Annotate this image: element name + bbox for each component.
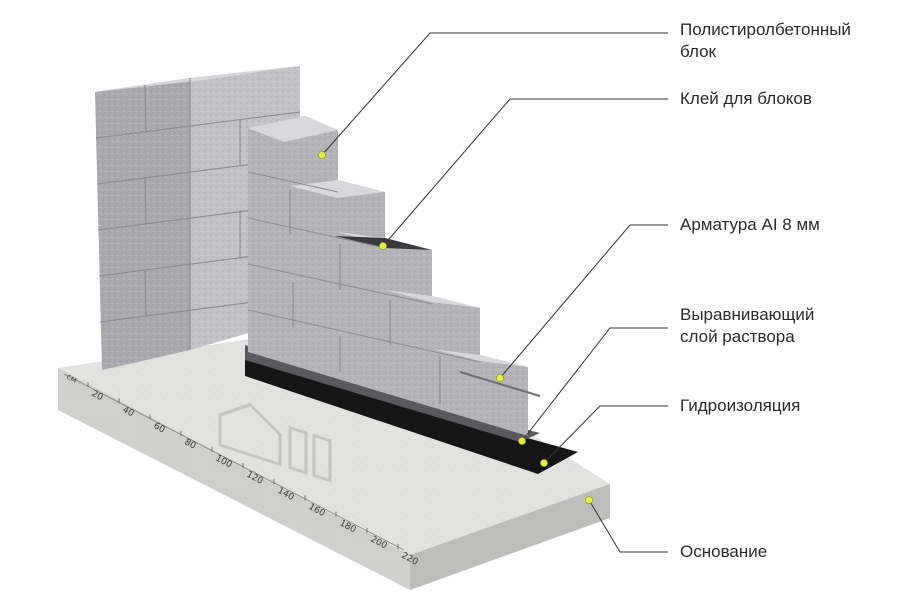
label-waterproofing: Гидроизоляция — [680, 395, 800, 417]
dot-base — [585, 496, 593, 504]
dot-waterproofing — [540, 459, 548, 467]
ruler-tick-label: 40 — [121, 405, 136, 419]
dot-block — [318, 151, 326, 159]
callout-dots — [318, 151, 593, 504]
label-base-line-1: Основание — [680, 542, 768, 561]
leader-leveling — [521, 327, 668, 442]
leader-glue — [382, 98, 668, 247]
ruler-tick-label: 20 — [90, 389, 105, 403]
ruler-tick-label: 60 — [152, 421, 167, 435]
label-leveling-line-1: Выравнивающий — [680, 305, 815, 324]
label-leveling-line-2: слой раствора — [680, 327, 795, 346]
label-rebar: Арматура AI 8 мм — [680, 214, 820, 236]
rebar-rod — [459, 371, 541, 397]
leader-rebar — [499, 224, 668, 379]
ruler-tick-label: 80 — [183, 437, 198, 451]
label-rebar-line-1: Арматура AI 8 мм — [680, 215, 820, 234]
label-glue-line-1: Клей для блоков — [680, 89, 812, 108]
label-block-line-2: блок — [680, 42, 716, 61]
label-block-line-1: Полистиролбетонный — [680, 20, 851, 39]
dot-leveling — [518, 437, 526, 445]
leader-block — [321, 32, 668, 156]
dot-rebar — [496, 374, 504, 382]
stepped-wall — [247, 116, 541, 436]
slab-side — [410, 484, 610, 590]
leader-base — [588, 499, 668, 553]
label-leveling: Выравнивающий слой раствора — [680, 304, 814, 348]
label-waterproofing-line-1: Гидроизоляция — [680, 396, 801, 415]
label-base: Основание — [680, 541, 767, 563]
label-glue: Клей для блоков — [680, 88, 812, 110]
dot-glue — [379, 242, 387, 250]
leader-lines — [321, 32, 668, 553]
leader-waterproofing — [543, 405, 668, 464]
logo-mark — [218, 402, 332, 483]
left-wall-top — [95, 66, 300, 92]
foundation-slab — [58, 323, 610, 590]
ruler-unit: см — [65, 372, 78, 385]
label-block: Полистиролбетонный блок — [680, 19, 851, 63]
